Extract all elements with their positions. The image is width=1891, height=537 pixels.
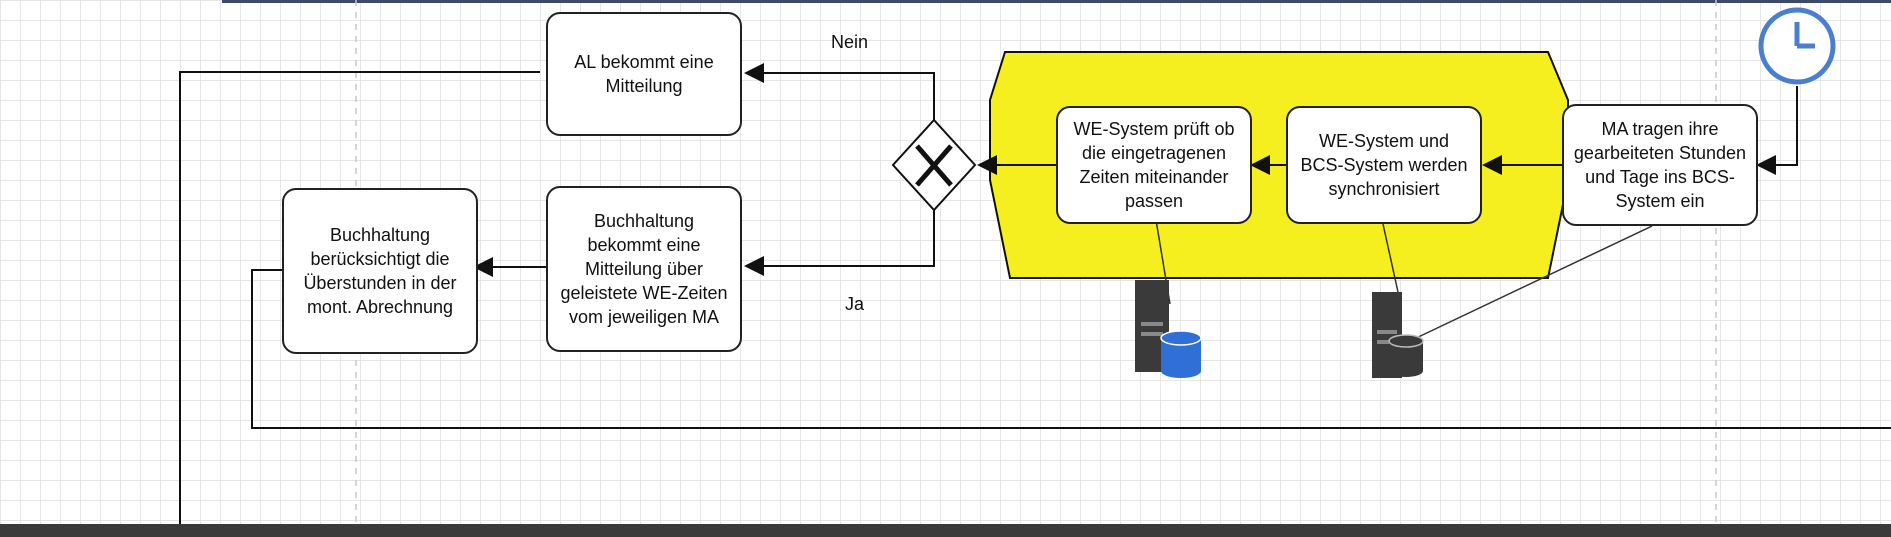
connector-yes (744, 210, 935, 276)
connector-al-to-loop (179, 71, 540, 524)
bottom-bar (0, 524, 1891, 537)
label-no: Nein (831, 32, 869, 52)
task-we-check[interactable]: WE-System prüft ob die eingetragenen Zei… (1056, 106, 1252, 224)
task-label: Buchhaltung berücksichtigt die Überstund… (303, 225, 457, 317)
task-al-notice[interactable]: AL bekommt eine Mitteilung (546, 12, 742, 136)
server-database-icon-blue[interactable] (1135, 280, 1202, 378)
connector-timer (1756, 86, 1798, 175)
association-line (1411, 225, 1653, 341)
timer-icon[interactable] (1758, 7, 1836, 85)
task-ma-enter[interactable]: MA tragen ihre gearbeiteten Stunden und … (1562, 104, 1758, 226)
connector-bottom-loop (251, 269, 1891, 429)
task-accounting-considers[interactable]: Buchhaltung berücksichtigt die Überstund… (282, 188, 478, 354)
association-line (1382, 223, 1399, 293)
label-yes: Ja (845, 294, 865, 314)
gateway-x-icon (915, 144, 953, 187)
task-label: MA tragen ihre gearbeiteten Stunden und … (1573, 119, 1747, 211)
server-database-icon-gray[interactable] (1372, 292, 1424, 378)
task-label: WE-System prüft ob die eingetragenen Zei… (1073, 119, 1235, 211)
connector-no (744, 63, 935, 120)
task-sync[interactable]: WE-System und BCS-System werden synchron… (1286, 106, 1482, 224)
task-label: AL bekommt eine Mitteilung (574, 52, 714, 96)
task-label: WE-System und BCS-System werden synchron… (1300, 131, 1468, 199)
task-accounting-notice[interactable]: Buchhaltung bekommt eine Mitteilung über… (546, 186, 742, 352)
pool-top-border (222, 0, 1891, 3)
task-label: Buchhaltung bekommt eine Mitteilung über… (560, 211, 728, 327)
